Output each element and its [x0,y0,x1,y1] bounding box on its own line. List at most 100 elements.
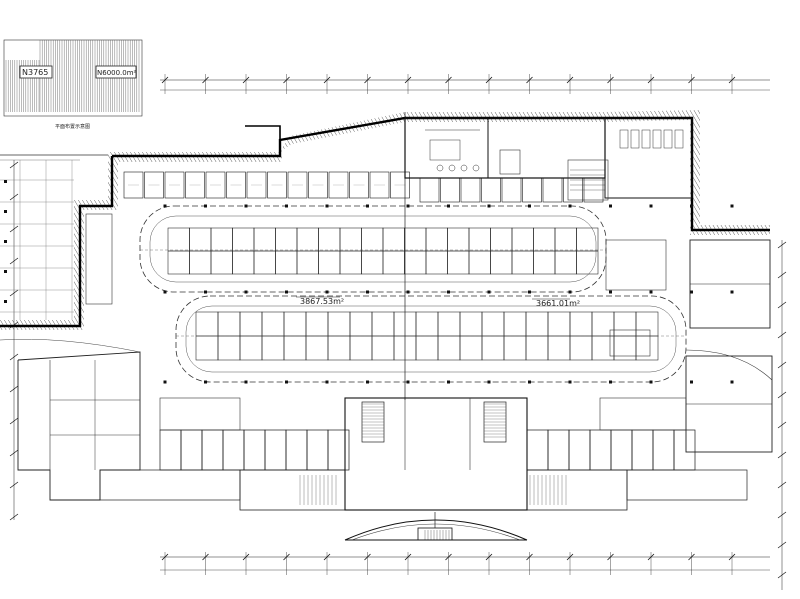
column [366,290,369,294]
column [204,204,207,208]
dimension-tick [9,161,19,169]
wall-hatch-line [607,110,749,330]
parking-stall [308,171,328,199]
wall-hatch-line [776,100,800,340]
equipment-symbol [472,164,480,172]
wall-hatch-line [375,110,517,330]
column [730,204,734,208]
dimension-tick [777,481,787,489]
wall-hatch-line [167,110,309,330]
wall-hatch-line [699,110,770,330]
service-room [159,397,241,431]
parking-stall [246,171,267,199]
equipment-unit [663,129,673,149]
parking-stall [542,177,563,203]
dimension-tick [777,301,787,309]
wall-hatch-line [0,110,33,330]
wall-hatch-line [0,110,65,330]
column [285,204,288,208]
column [528,204,531,208]
wall-hatch-line [735,110,770,330]
column [204,290,207,294]
wall-hatch-line [603,110,745,330]
column [487,204,491,208]
wall-hatch-line [715,110,770,330]
wall-hatch-line [655,110,770,330]
parking-stall [144,171,164,199]
wall-hatch-line [47,110,189,330]
wall-hatch-line [123,110,265,330]
shop-unit-large [99,469,241,501]
wall-hatch-line [0,110,141,330]
dimension-tick [9,385,19,393]
wall-hatch-line [51,110,193,330]
wall-hatch-line [743,110,770,330]
parking-stall [440,177,460,203]
wall-hatch-line [135,110,277,330]
wall-hatch-line [0,110,21,330]
column [690,290,693,294]
shop-unit [306,429,329,471]
wall-hatch-line [379,110,521,330]
hatched-perimeter-wall [0,100,800,340]
shop-unit [589,429,612,471]
wall-hatch-line [0,110,5,330]
wall-hatch-line [0,110,77,330]
dimension-tick [9,193,19,201]
parking-stall [419,177,440,203]
parking-stall [522,177,542,203]
wall-hatch-line [155,110,297,330]
column [163,204,167,208]
column [609,380,612,384]
wall-hatch-line [611,110,753,330]
equipment-rooms [404,117,693,201]
wall-hatch-line [99,110,241,330]
column [4,240,7,243]
wall-hatch-line [11,110,153,330]
wall-hatch-line [647,110,770,330]
wall-hatch-line [55,110,197,330]
shop-unit [547,429,570,471]
structural-columns [4,180,734,384]
wall-hatch-line [391,110,533,330]
parking-stall [349,171,369,199]
left-wing [0,154,113,320]
key-plan-area-label-2: N6000.0m² [97,69,137,77]
wall-hatch-line [675,110,770,330]
wall-hatch-line [759,110,770,330]
wall-hatch-line [0,110,13,330]
bottom-shop-row [99,397,748,511]
equipment-unit [641,129,651,149]
parking-blocks-central [140,112,686,400]
entrance-canopy [344,512,528,541]
zone-a-area-label: 3867.53m² [300,297,344,306]
equipment-symbol [460,164,468,172]
wall-hatch-line [0,110,97,330]
equipment-symbol [436,164,444,172]
wall-hatch-line [615,110,757,330]
column [609,204,612,208]
column [649,380,653,384]
dimension-line-left [9,160,19,521]
wall-hatch-line [0,110,49,330]
shop-unit [631,429,654,471]
wall-hatch-line [403,110,545,330]
column [730,290,734,294]
column [4,210,7,213]
wall-hatch-line [796,100,800,340]
dimension-tick [9,353,19,361]
wall-hatch-line [731,110,770,330]
dimension-line-right [777,240,787,590]
wall-hatch-line [43,110,185,330]
dimension-tick [777,571,787,579]
right-wing-rooms [605,239,773,453]
wall-hatch-line [0,110,61,330]
shop-unit [180,429,203,471]
wall-hatch-line [175,110,317,330]
parking-stall [205,171,226,199]
column [366,204,369,208]
wall-hatch-line [327,110,469,330]
wall-hatch-line [695,110,770,330]
central-lobby [344,397,528,540]
